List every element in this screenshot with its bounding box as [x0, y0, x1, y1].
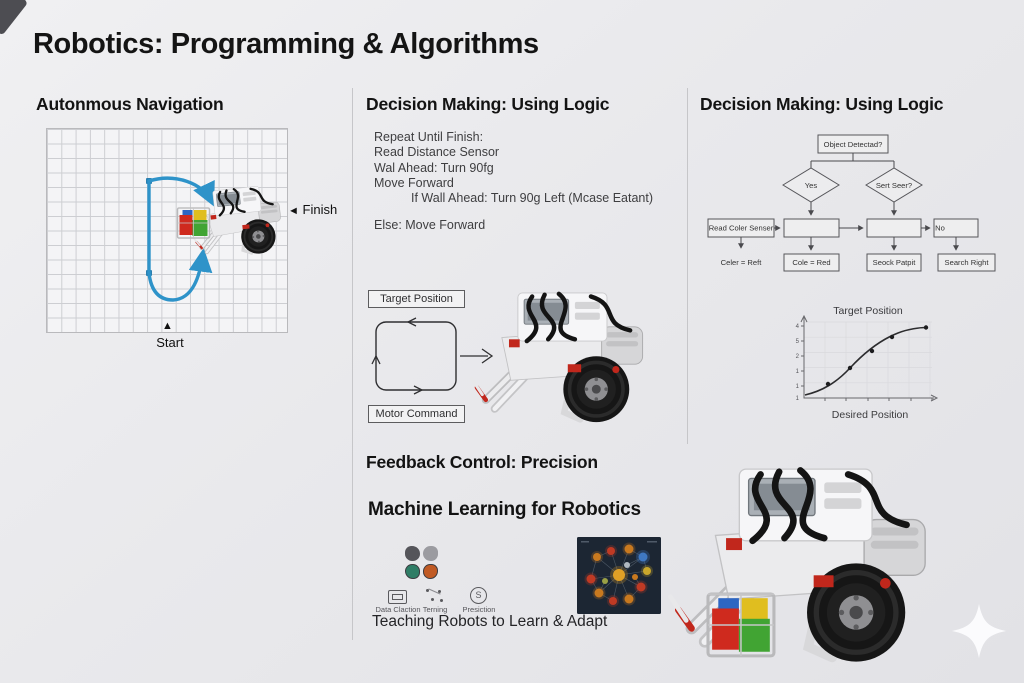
flowchart-leaf-label: Seock Patpit: [873, 258, 917, 267]
navigation-path-image: [146, 176, 215, 302]
gear-blob-icon: [405, 546, 420, 561]
ml-caption: Teaching Robots to Learn & Adapt: [372, 613, 608, 630]
flowchart-yes-label: Yes: [805, 181, 818, 190]
pseudocode-block: Repeat Until Finish: Read Distance Senso…: [374, 130, 653, 234]
orange-chip-icon: [423, 564, 438, 579]
y-tick-label: 1: [796, 384, 800, 390]
robot-image-middle: [468, 278, 664, 438]
decision-flowchart: Object Detectad? Yes Sert Seer? Read Col…: [707, 134, 996, 272]
prediction-circle-icon: S: [470, 587, 487, 604]
page-title: Robotics: Programming & Algorithms: [33, 28, 539, 60]
position-chart: Target Position 4 5 2 1 1 1 Desired Posi…: [796, 305, 939, 421]
finish-label: ◄ Finish: [288, 202, 338, 217]
target-position-box: Target Position: [368, 290, 465, 308]
ml-icon-cluster: [405, 546, 438, 579]
feedback-loop-diagram: [371, 317, 494, 395]
pseudocode-line: Move Forward: [374, 175, 454, 190]
ml-step-label: Data Claction: [375, 605, 421, 614]
color-cube-image-grid: [176, 207, 211, 239]
pseudocode-line: Repeat Until Finish:: [374, 130, 484, 144]
chart-title: Target Position: [833, 305, 903, 317]
section-heading-logic: Decision Making: Using Logic: [366, 94, 610, 114]
color-cube-image-bottom: [706, 592, 776, 658]
chart-xlabel: Desired Position: [832, 409, 909, 421]
neural-network-image: [577, 537, 661, 614]
flowchart-no-label: No: [935, 224, 945, 233]
pseudocode-line: If Wall Ahead: Turn 90g Left (Mcase Eata…: [411, 191, 654, 206]
sparkle-icon: [952, 604, 1006, 658]
ml-step-label: Presiction: [462, 605, 496, 614]
y-tick-label: 1: [796, 369, 800, 375]
flowchart-root-label: Object Detectad?: [824, 140, 883, 149]
start-label: Start: [156, 335, 184, 350]
start-marker-icon: ▲: [162, 320, 173, 332]
y-tick-label: 1: [796, 396, 800, 402]
pseudocode-line: Read Distance Sensor: [374, 145, 500, 160]
column-divider-left: [352, 88, 353, 640]
flowchart-leaf-label: Celer = Reft: [721, 258, 763, 267]
ml-step-label: Terning: [422, 605, 448, 614]
flowchart-seer-label: Sert Seer?: [876, 181, 912, 190]
motor-command-box: Motor Command: [368, 405, 465, 423]
flowchart-leaf-label: Cole = Red: [792, 258, 830, 267]
brain-blob-icon: [423, 546, 438, 561]
flowchart-read-sensor-label: Read Coler Senser: [709, 224, 774, 233]
scatter-icon: [424, 587, 446, 605]
column-divider-right: [687, 88, 688, 444]
section-heading-navigation: Autonmous Navigation: [36, 94, 224, 114]
section-heading-ml: Machine Learning for Robotics: [368, 499, 641, 520]
section-heading-flowchart: Decision Making: Using Logic: [700, 94, 944, 114]
pseudocode-line: Wal Ahead: Turn 90fg: [374, 160, 494, 175]
section-heading-feedback: Feedback Control: Precision: [366, 452, 598, 472]
pseudocode-line: Else: Move Forward: [374, 218, 486, 233]
finish-arrow-icon: ◄: [288, 205, 299, 217]
y-tick-label: 4: [796, 324, 800, 330]
y-tick-label: 2: [796, 354, 800, 360]
data-card-icon: [388, 590, 407, 604]
flowchart-leaf-label: Search Right: [945, 258, 990, 267]
y-tick-label: 5: [796, 339, 800, 345]
green-chip-icon: [405, 564, 420, 579]
corner-mark: [0, 0, 29, 36]
